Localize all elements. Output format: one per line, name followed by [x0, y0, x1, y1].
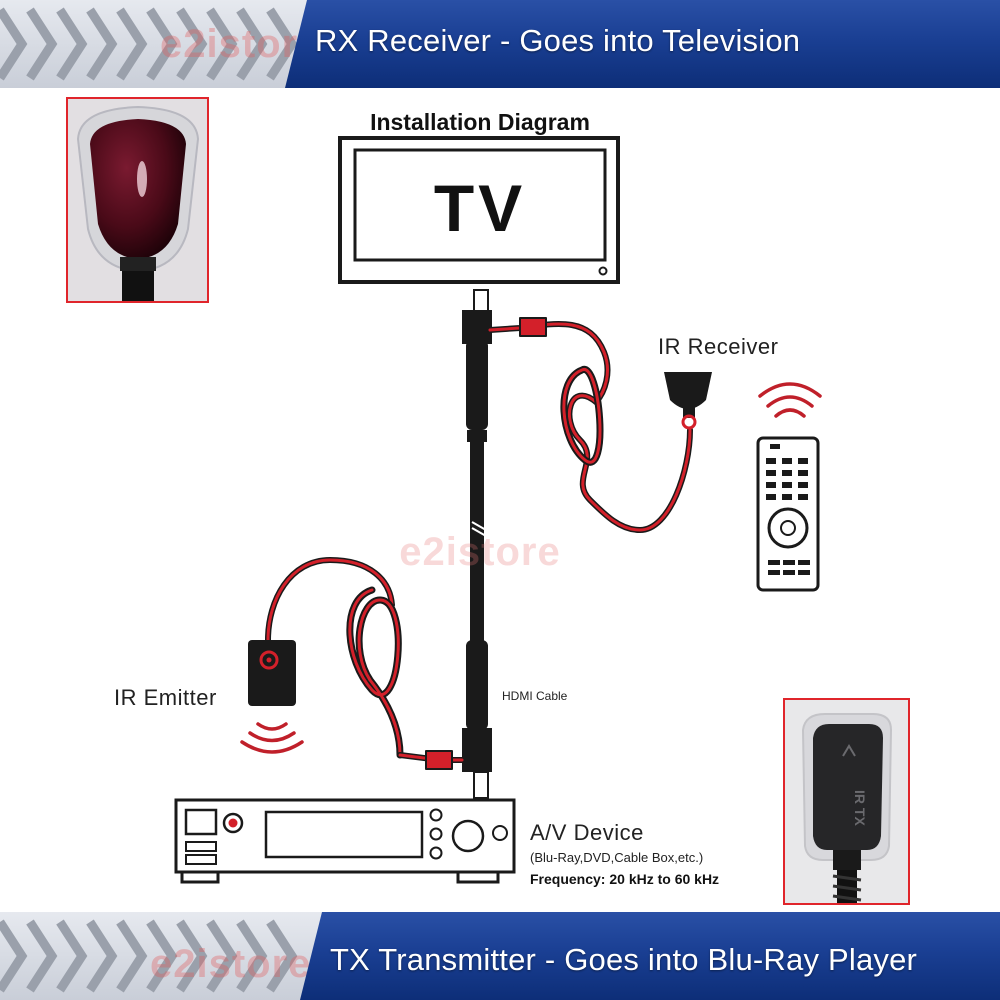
av-device-examples: (Blu-Ray,DVD,Cable Box,etc.) [530, 850, 703, 865]
av-device-label: A/V Device [530, 820, 644, 845]
banner-watermark: e2istore [150, 942, 312, 986]
receiver-cable [487, 317, 693, 533]
diagram-title: Installation Diagram [370, 109, 590, 135]
ir-emitter-module [248, 640, 296, 706]
receiver-banner-title: RX Receiver - Goes into Television [315, 23, 801, 58]
av-device [174, 798, 516, 884]
ir-transmitter-photo: IR TX [783, 698, 910, 905]
emitter-cable [265, 557, 465, 770]
transmitter-marking: IR TX [852, 790, 868, 826]
installation-diagram: Installation Diagram TV HDMI Cable IR R [114, 109, 822, 887]
transmitter-banner-title: TX Transmitter - Goes into Blu-Ray Playe… [330, 942, 918, 977]
diagram-watermark: e2istore [399, 530, 560, 574]
remote-signal-waves-icon [758, 382, 822, 418]
hdmi-cable [462, 289, 492, 799]
emitter-signal-waves-icon [240, 722, 304, 754]
tv-set [338, 136, 620, 284]
banner-blue-band [300, 912, 1000, 1000]
ir-receiver-photo [66, 97, 209, 303]
top-banner: e2istore RX Receiver - Goes into Televis… [0, 0, 1000, 88]
frequency-label: Frequency: 20 kHz to 60 kHz [530, 871, 719, 887]
hdmi-cable-label: HDMI Cable [502, 689, 568, 703]
tv-label: TV [434, 171, 526, 245]
chevron-stripes [0, 7, 298, 81]
tv-power-led [598, 266, 608, 276]
ir-emitter-label: IR Emitter [114, 685, 217, 710]
remote-control-icon [756, 436, 820, 592]
ir-receiver-label: IR Receiver [658, 334, 778, 359]
banner-blue-band [285, 0, 1000, 88]
ir-receiver-module [664, 372, 712, 430]
chevron-stripes [0, 919, 298, 993]
bottom-banner: e2istore TX Transmitter - Goes into Blu-… [0, 912, 1000, 1000]
